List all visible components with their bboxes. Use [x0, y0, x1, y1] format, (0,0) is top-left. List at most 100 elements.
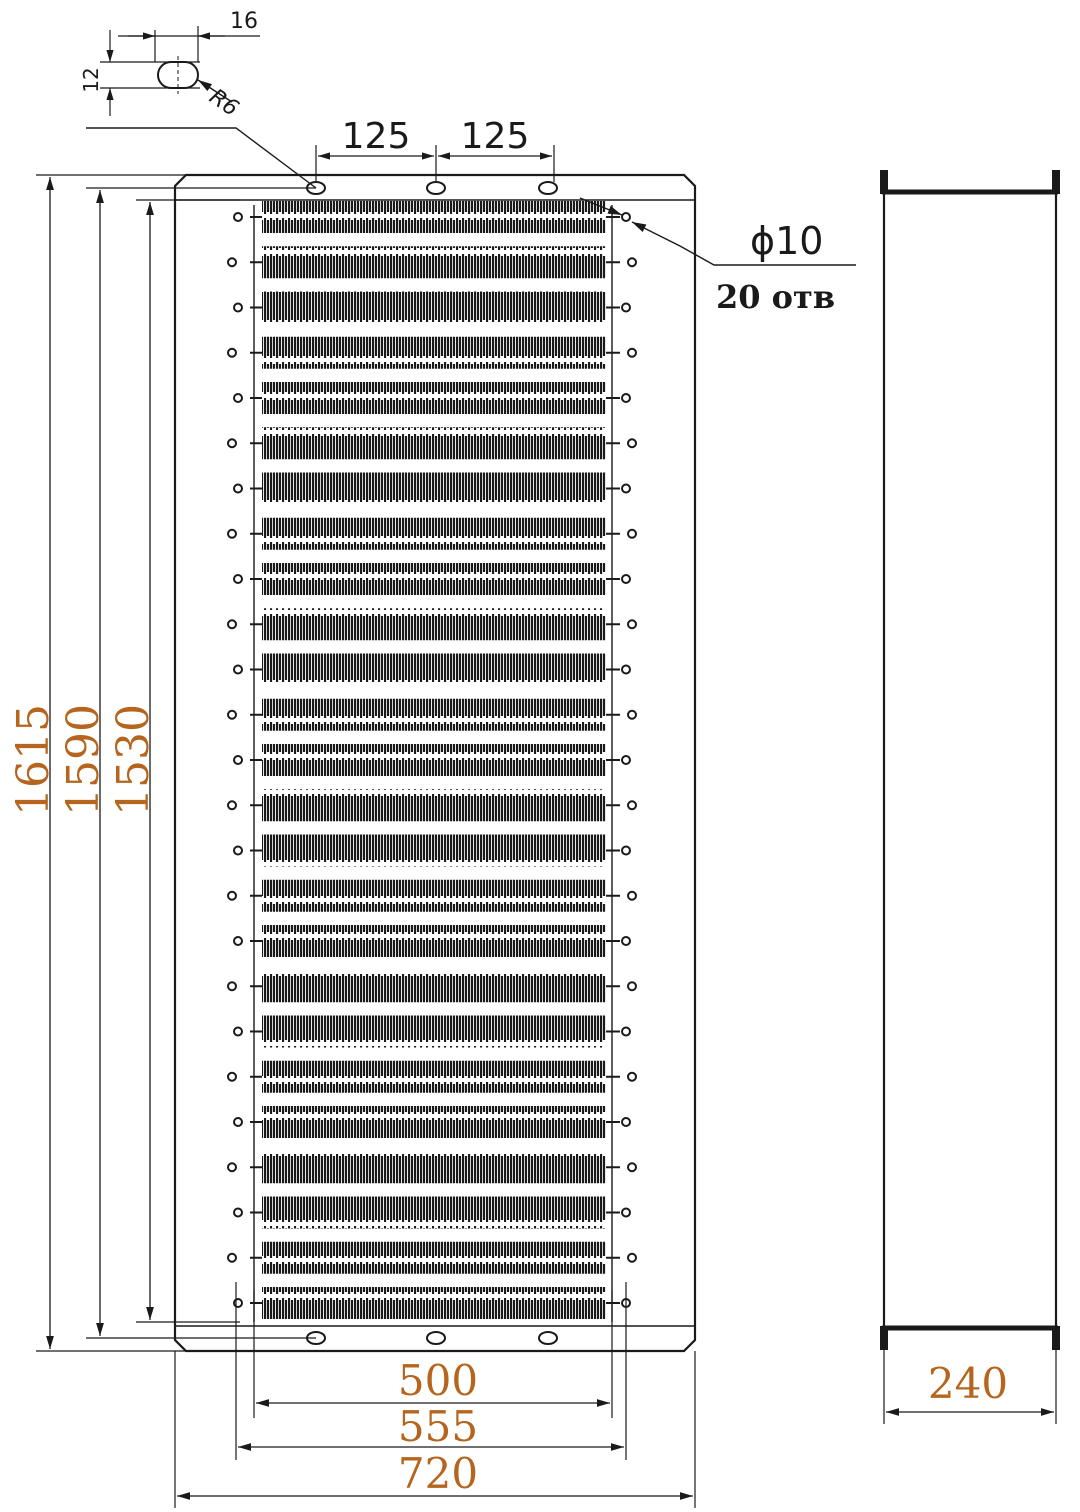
heater-row	[250, 1060, 620, 1093]
height-overall-label: 1615	[8, 704, 59, 816]
heater-fins	[262, 1060, 606, 1093]
hole-icon	[621, 664, 631, 675]
hole-icon	[233, 393, 243, 403]
hole-icon	[227, 438, 237, 449]
top-bolts	[306, 181, 558, 195]
heater-fins	[262, 698, 606, 731]
heater-row	[250, 201, 620, 233]
height-mid-label: 1590	[58, 704, 109, 816]
heater-row	[250, 925, 620, 957]
side-tab-tr	[1052, 170, 1060, 194]
heater-row	[250, 291, 620, 324]
bolt-icon	[538, 181, 558, 195]
hole-icon	[621, 483, 631, 494]
hole-icon	[227, 257, 237, 268]
heater-fins	[262, 336, 606, 369]
hole-icon	[227, 981, 237, 992]
heater-row	[250, 336, 620, 369]
bottom-bolts	[306, 1331, 558, 1345]
heater-row	[250, 1241, 620, 1274]
bolt-icon	[426, 181, 446, 195]
heater-fins	[262, 246, 606, 279]
hole-icon	[227, 1071, 237, 1082]
heater-fins	[262, 608, 606, 641]
hole-callout: ϕ10 20 отв	[579, 197, 856, 316]
hole-icon	[627, 890, 637, 901]
hole-icon	[227, 528, 237, 539]
height-dims: 1615 1590 1530	[8, 174, 316, 1352]
heater-fins	[262, 291, 606, 324]
hole-icon	[627, 257, 637, 268]
hole-icon	[233, 212, 243, 222]
heater-row	[250, 1015, 620, 1048]
bolt-spacing-dims: 125 125	[315, 116, 555, 182]
hole-icon	[227, 890, 237, 901]
heater-row	[250, 563, 620, 595]
slot-detail: 16 12 R6	[79, 9, 317, 189]
heater-row	[250, 970, 620, 1003]
bolt-icon	[538, 1331, 558, 1345]
hole-icon	[227, 1162, 237, 1173]
hole-icon	[627, 1252, 637, 1263]
slot-radius-label: R6	[205, 84, 243, 121]
heater-fins	[262, 879, 606, 912]
heater-fins	[262, 834, 606, 867]
hole-count-label: 20 отв	[716, 278, 835, 316]
heater-row	[250, 246, 620, 279]
bolt-spacing-2-label: 125	[461, 116, 530, 157]
hole-icon	[621, 212, 631, 222]
hole-icon	[627, 709, 637, 720]
hole-icon	[233, 1026, 243, 1037]
hole-icon	[227, 347, 237, 358]
heater-row	[250, 698, 620, 731]
heater-row	[250, 834, 620, 867]
width-holes-label: 555	[398, 1402, 478, 1451]
hole-icon	[621, 1207, 631, 1218]
heater-fins	[262, 427, 606, 460]
heater-fins	[262, 970, 606, 1003]
heater-fins	[262, 1241, 606, 1274]
heater-row	[250, 1106, 620, 1138]
hole-icon	[227, 800, 237, 811]
hole-icon	[621, 1026, 631, 1037]
hole-icon	[227, 619, 237, 630]
mounting-holes	[227, 212, 637, 1308]
heater-fins	[262, 382, 606, 414]
hole-icon	[621, 936, 631, 946]
hole-leader-arrow-1	[579, 197, 623, 216]
heater-row	[250, 653, 620, 686]
slot-width-label: 12	[79, 67, 103, 92]
heater-row	[250, 517, 620, 550]
width-heaters-label: 500	[398, 1356, 478, 1405]
heater-fins	[262, 1106, 606, 1138]
hole-icon	[627, 1162, 637, 1173]
hole-icon	[627, 438, 637, 449]
heater-fins	[262, 1196, 606, 1229]
hole-icon	[233, 1298, 243, 1308]
hole-icon	[627, 528, 637, 539]
heater-fins	[262, 201, 606, 233]
hole-icon	[233, 664, 243, 675]
hole-icon	[233, 936, 243, 946]
heater-elements	[250, 201, 620, 1319]
hole-icon	[621, 393, 631, 403]
hole-icon	[627, 347, 637, 358]
height-inner-label: 1530	[108, 704, 159, 816]
heater-row	[250, 1151, 620, 1184]
hole-icon	[233, 1207, 243, 1218]
hole-icon	[233, 483, 243, 494]
side-tab-br	[1052, 1326, 1060, 1350]
hole-icon	[621, 302, 631, 313]
hole-icon	[621, 755, 631, 765]
bolt-spacing-1-label: 125	[342, 116, 411, 157]
heater-row	[250, 427, 620, 460]
slot-leader	[86, 127, 317, 189]
hole-icon	[627, 981, 637, 992]
hole-icon	[233, 845, 243, 856]
hole-icon	[621, 845, 631, 856]
heater-fins	[262, 1015, 606, 1048]
heater-row	[250, 789, 620, 822]
heater-fins	[262, 563, 606, 595]
hole-icon	[227, 709, 237, 720]
